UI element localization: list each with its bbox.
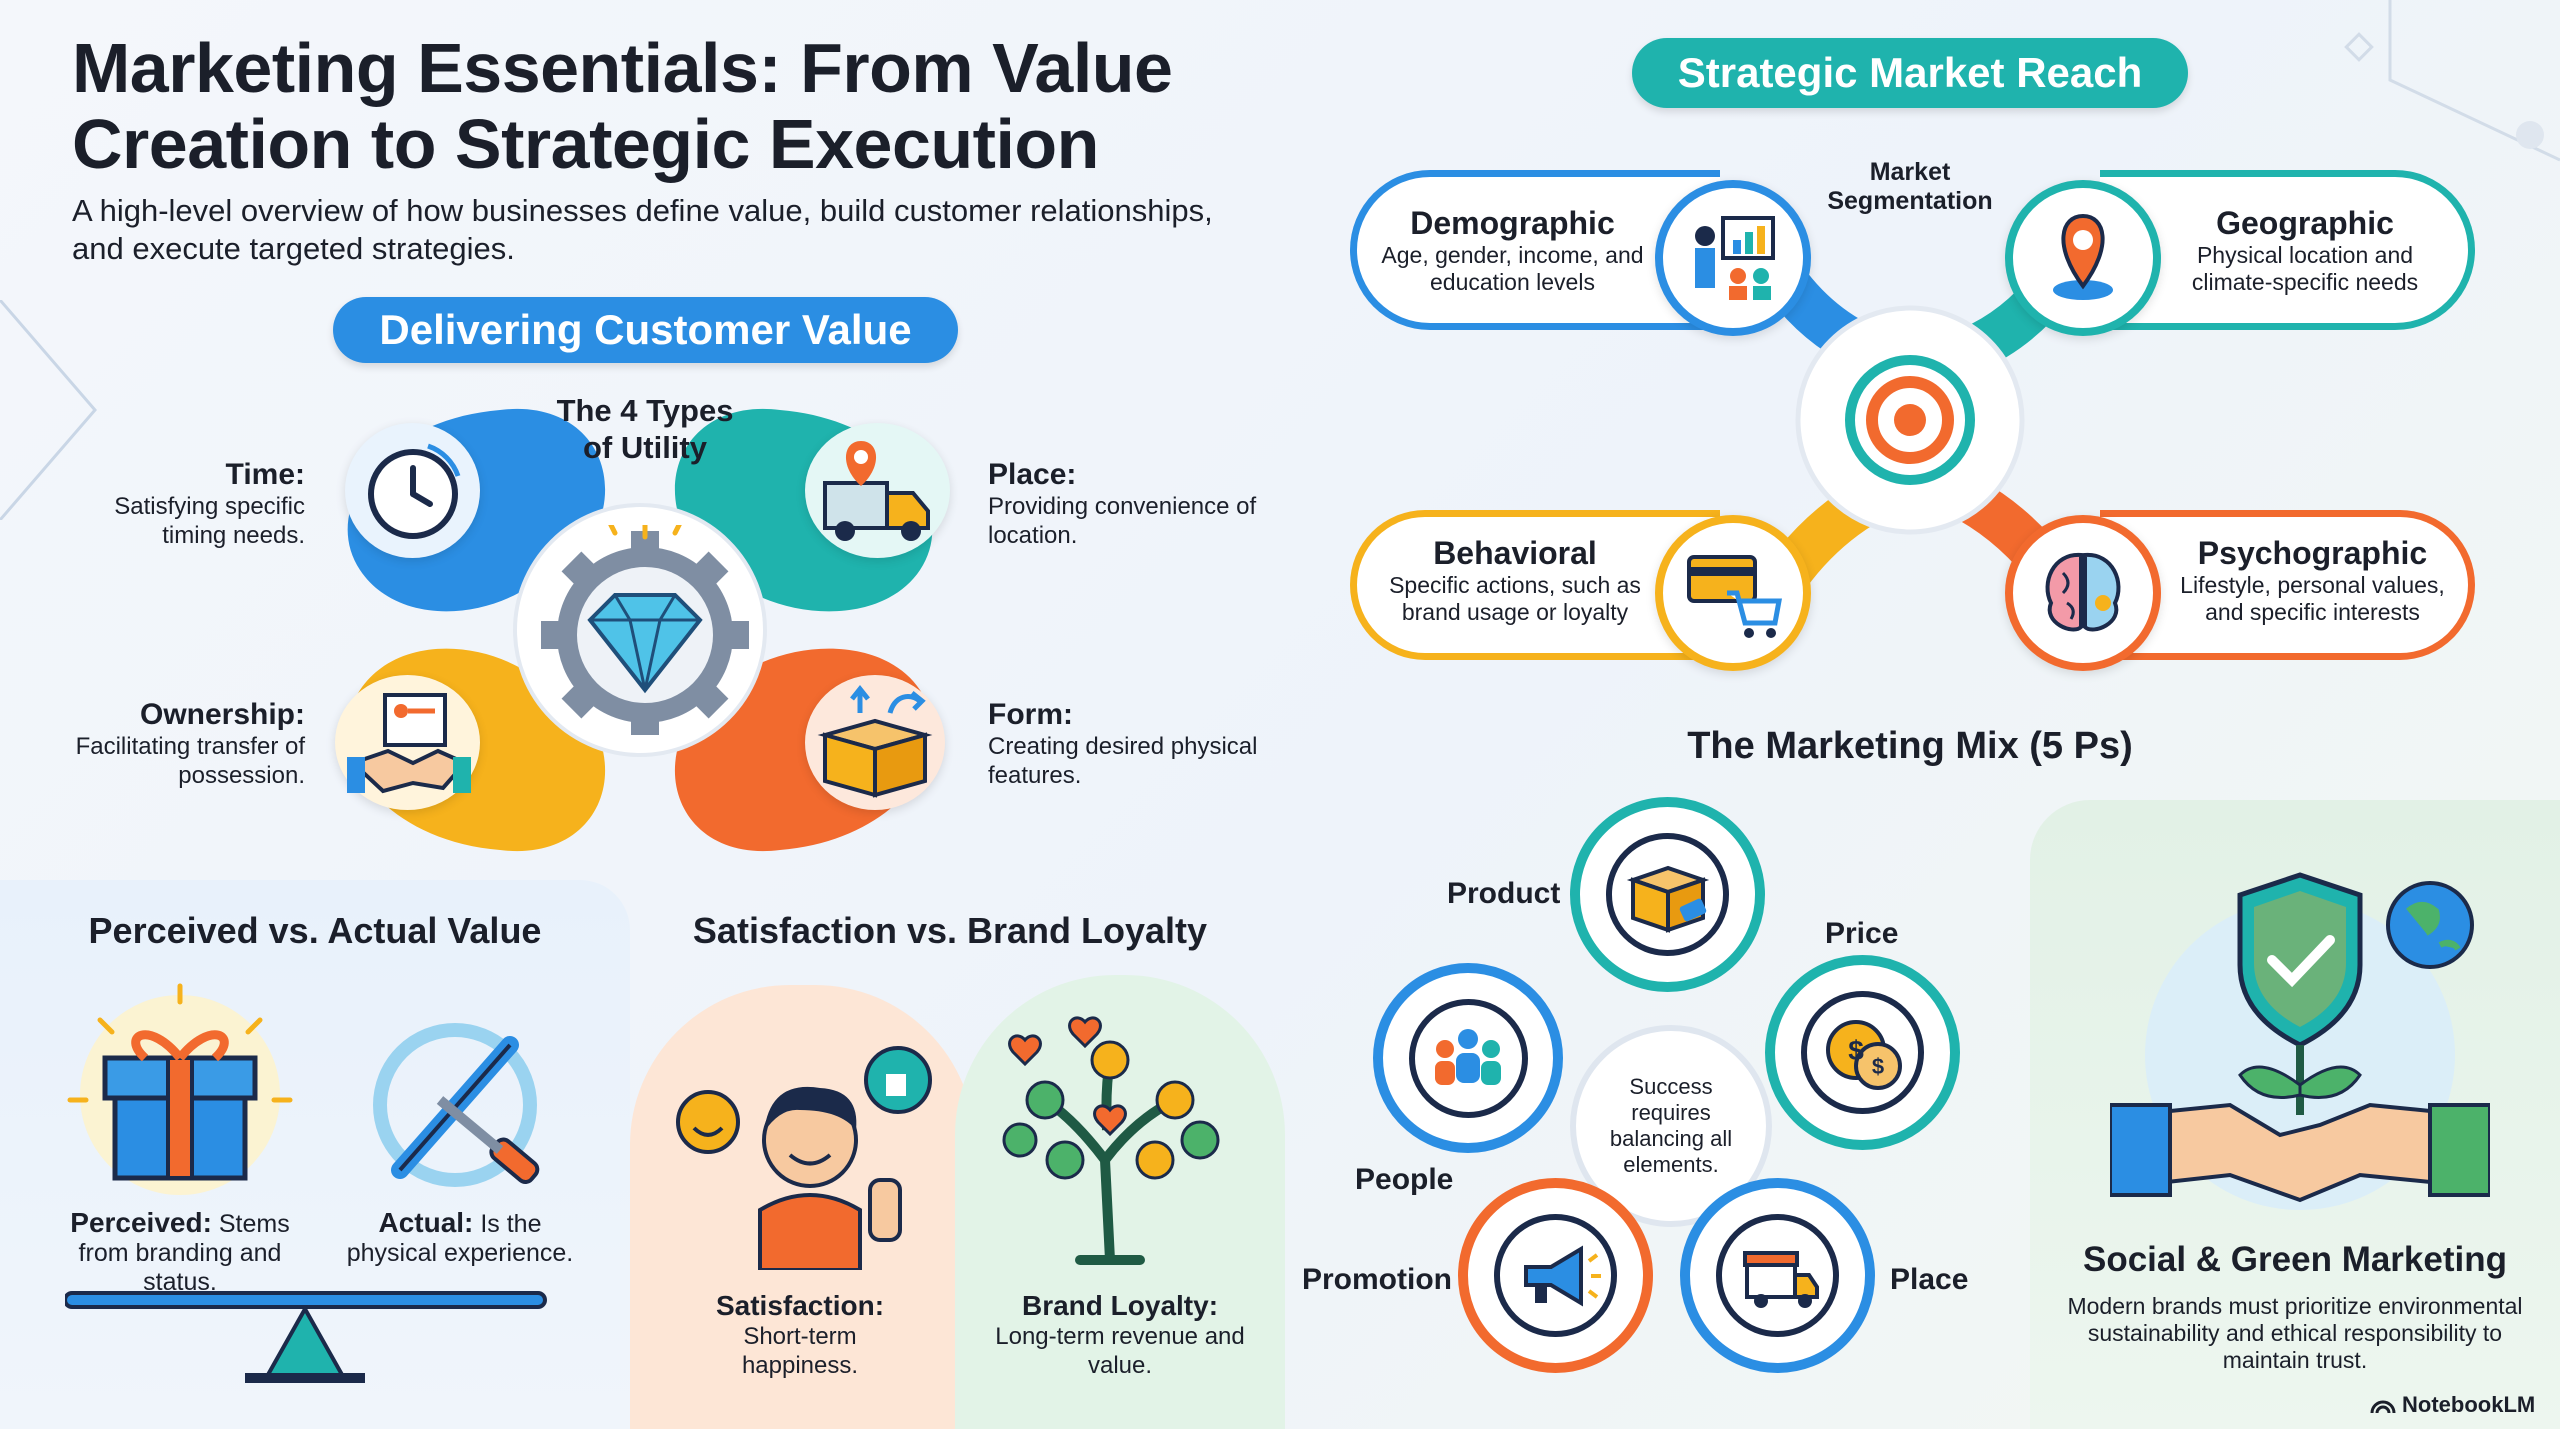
satisfaction-desc: Short-term happiness.	[741, 1323, 859, 1379]
utility-ownership: Ownership: Facilitating transfer of poss…	[60, 698, 305, 790]
gift-box-icon	[67, 983, 293, 1195]
handshake-contract-icon	[335, 675, 480, 810]
geographic-desc: Physical location and climate-specific n…	[2191, 242, 2419, 295]
place-desc: Providing convenience of location.	[988, 493, 1257, 549]
notebooklm-logo-icon	[2370, 1400, 2396, 1414]
geographic-text: Geographic Physical location and climate…	[2160, 205, 2450, 296]
psychographic-box	[2100, 510, 2475, 660]
form-desc: Creating desired physical features.	[988, 733, 1258, 789]
behavioral-text: Behavioral Specific actions, such as bra…	[1370, 535, 1660, 626]
seesaw-icon	[65, 1291, 547, 1383]
utility-place: Place: Providing convenience of location…	[988, 458, 1278, 550]
svg-text:$: $	[1848, 1035, 1864, 1066]
psychographic-title: Psychographic	[2197, 535, 2428, 571]
credit-card-cart-icon	[1655, 515, 1811, 671]
time-title: Time:	[225, 458, 305, 491]
form-title: Form:	[988, 698, 1073, 731]
satisfaction-block: Satisfaction: Short-term happiness.	[640, 1290, 960, 1380]
promotion-ring	[1458, 1178, 1653, 1373]
satisfaction-label: Satisfaction:	[715, 1290, 885, 1321]
page-title: Marketing Essentials: From Value Creatio…	[72, 29, 1173, 183]
page-subtitle: A high-level overview of how businesses …	[72, 193, 1213, 266]
decorative-lines-right	[2344, 0, 2560, 162]
psychographic-text: Psychographic Lifestyle, personal values…	[2165, 535, 2460, 626]
marketing-mix-title: The Marketing Mix (5 Ps)	[1687, 725, 2133, 767]
svg-text:$: $	[1871, 1054, 1883, 1079]
time-desc: Satisfying specific timing needs.	[114, 493, 305, 549]
loyalty-title: Satisfaction vs. Brand Loyalty	[692, 910, 1208, 951]
clock-icon	[345, 423, 480, 558]
geographic-title: Geographic	[2216, 205, 2394, 241]
demographic-title: Demographic	[1410, 205, 1615, 241]
perceived-label: Perceived:	[70, 1207, 212, 1238]
price-label: Price	[1825, 917, 1899, 950]
product-box-icon	[1606, 833, 1729, 956]
market-reach-pill: Strategic Market Reach	[1632, 38, 2188, 108]
demographic-desc: Age, gender, income, and education level…	[1381, 242, 1644, 295]
coins-icon: $ $	[1801, 991, 1924, 1114]
brand-label: NotebookLM	[2402, 1392, 2536, 1417]
product-label: Product	[1447, 877, 1561, 910]
demographic-box	[1350, 170, 1720, 330]
mix-center-text: Success requires balancing all elements.	[1609, 1074, 1733, 1177]
megaphone-icon	[1494, 1214, 1617, 1337]
behavioral-desc: Specific actions, such as brand usage or…	[1389, 572, 1641, 625]
ownership-desc: Facilitating transfer of possession.	[75, 733, 305, 789]
brand-loyalty-block: Brand Loyalty: Long-term revenue and val…	[975, 1290, 1265, 1380]
diamond-gear-icon	[541, 525, 749, 735]
green-desc: Modern brands must prioritize environmen…	[2067, 1293, 2523, 1373]
green-title: Social & Green Marketing	[2082, 1240, 2508, 1279]
notebooklm-brand: NotebookLM	[2370, 1392, 2535, 1418]
demographic-text: Demographic Age, gender, income, and edu…	[1375, 205, 1650, 296]
utility-center-title: The 4 Types of Utility	[556, 393, 734, 465]
box-transform-icon	[805, 675, 945, 810]
shield-handshake-icon	[2110, 872, 2490, 1210]
geographic-box	[2100, 170, 2475, 330]
brain-icon	[2005, 515, 2161, 671]
tools-icon	[373, 1023, 540, 1187]
place-ring	[1680, 1178, 1875, 1373]
segmentation-center-label: Market Segmentation	[1827, 158, 1993, 215]
psychographic-desc: Lifestyle, personal values, and specific…	[2180, 572, 2445, 625]
group-people-icon	[1408, 998, 1528, 1118]
perceived-block: Perceived: Stems from branding and statu…	[50, 1208, 310, 1297]
utility-form: Form: Creating desired physical features…	[988, 698, 1278, 790]
perceived-desc: Stems from branding and status.	[78, 1210, 290, 1296]
actual-label: Actual:	[378, 1207, 474, 1238]
perceived-title: Perceived vs. Actual Value	[88, 910, 542, 951]
delivering-value-pill: Delivering Customer Value	[333, 297, 958, 363]
happy-person-icon	[676, 1046, 932, 1270]
utility-time: Time: Satisfying specific timing needs.	[60, 458, 305, 550]
promotion-label: Promotion	[1302, 1263, 1452, 1296]
price-ring: $ $	[1765, 955, 1960, 1150]
people-label: People	[1355, 1163, 1454, 1196]
store-truck-icon	[1716, 1214, 1839, 1337]
decorative-lines-left	[0, 300, 97, 520]
money-tree-icon	[1002, 1016, 1220, 1265]
presentation-people-icon	[1655, 180, 1811, 336]
delivery-truck-icon	[805, 423, 950, 558]
location-pin-icon	[2005, 180, 2161, 336]
actual-desc: Is the physical experience.	[346, 1210, 574, 1267]
behavioral-title: Behavioral	[1433, 535, 1597, 571]
brand-loyalty-label: Brand Loyalty:	[1021, 1290, 1219, 1321]
people-ring	[1373, 963, 1563, 1153]
brand-loyalty-desc: Long-term revenue and value.	[995, 1323, 1245, 1379]
actual-block: Actual: Is the physical experience.	[345, 1208, 575, 1268]
place-label: Place	[1890, 1263, 1969, 1296]
ownership-title: Ownership:	[139, 698, 305, 731]
product-ring	[1570, 797, 1765, 992]
place-title: Place:	[988, 458, 1077, 491]
